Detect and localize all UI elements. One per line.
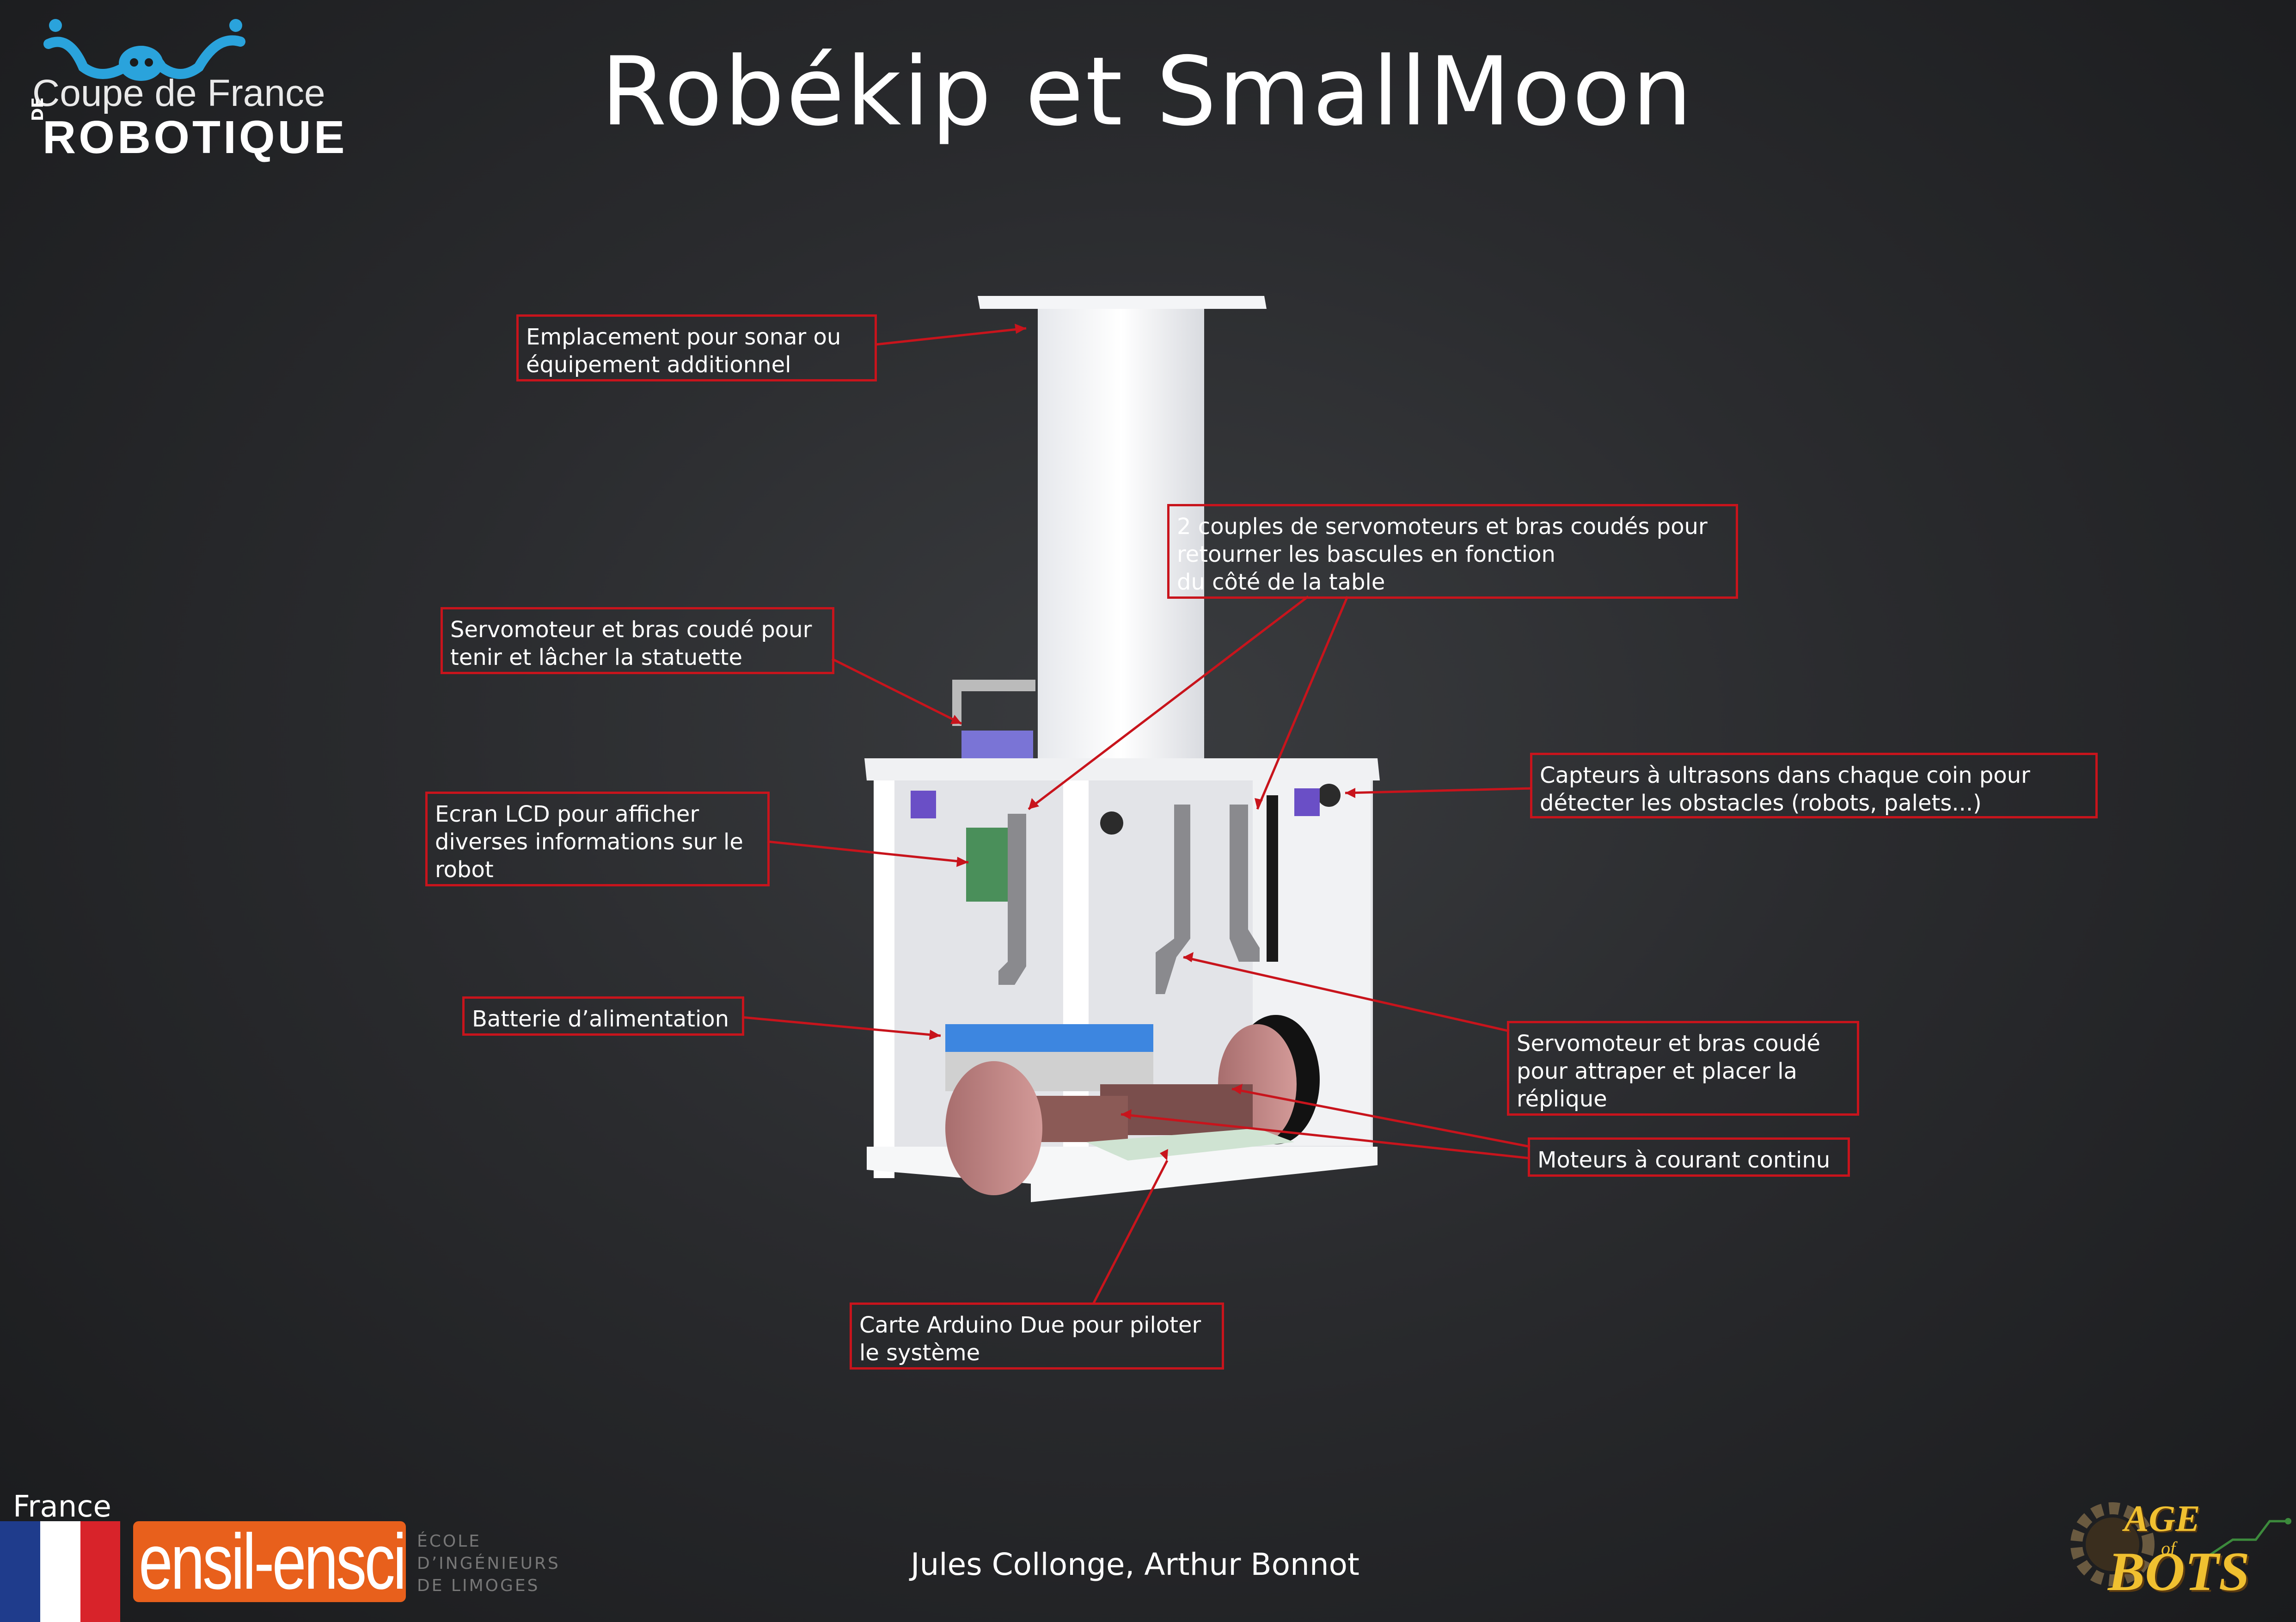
leader-sonar	[876, 327, 1027, 346]
callout-motors: Moteurs à courant continu	[1528, 1137, 1850, 1177]
leader-servo-replica	[1183, 956, 1510, 1032]
callout-arduino: Carte Arduino Due pour piloter le systèm…	[850, 1303, 1224, 1370]
callout-lcd: Ecran LCD pour afficher diverses informa…	[425, 792, 770, 886]
leader-lcd	[767, 840, 969, 864]
wheel-left	[945, 1061, 1042, 1195]
callout-ultrasons: Capteurs à ultrasons dans chaque coin po…	[1530, 753, 2098, 818]
upper-deck	[864, 758, 1380, 780]
logo-line2: ROBOTIQUE	[43, 111, 348, 163]
logo-line1: Coupe de France	[32, 72, 325, 114]
flag-white	[40, 1521, 80, 1622]
callout-servo-statuette: Servomoteur et bras coudé pour tenir et …	[441, 607, 834, 674]
circuit-icon	[2204, 1518, 2291, 1560]
leader-servo-pair-a	[1028, 596, 1309, 810]
leader-ultrasons	[1345, 787, 1533, 794]
callout-sonar: Emplacement pour sonar ou équipement add…	[516, 314, 877, 381]
leader-battery	[741, 1016, 941, 1037]
team-logo-word1: AGE	[2124, 1499, 2200, 1539]
robot-face-icon	[43, 19, 245, 81]
page-title: Robékip et SmallMoon	[601, 37, 1694, 147]
flag-red	[80, 1521, 120, 1622]
leader-arduino	[1092, 1160, 1169, 1305]
battery	[945, 1024, 1153, 1052]
arm-right	[1230, 805, 1260, 962]
callout-battery: Batterie d’alimentation	[462, 996, 744, 1036]
leader-servo-statuette	[831, 657, 962, 725]
authors: Jules Collonge, Arthur Bonnot	[911, 1547, 1359, 1582]
ultrasonic-sensor	[1317, 784, 1341, 807]
team-logo-word2: of	[2161, 1538, 2176, 1559]
leader-motors-a	[1231, 1087, 1531, 1148]
arm-left	[998, 814, 1026, 985]
arm-middle	[1156, 805, 1190, 994]
leader-motors-b	[1120, 1113, 1531, 1160]
leader-servo-pair-b	[1256, 596, 1349, 810]
left-side-panel	[874, 780, 894, 1178]
flag-blue	[0, 1521, 40, 1622]
team-logo-word3: BOTS	[2108, 1541, 2250, 1602]
arduino-board	[1086, 1128, 1294, 1161]
servo-statuette	[961, 731, 1033, 758]
callout-servo-pair: 2 couples de servomoteurs et bras coudés…	[1167, 504, 1738, 599]
gear-icon	[2070, 1502, 2155, 1586]
ensil-subtitle: ÉCOLE D’INGÉNIEURS DE LIMOGES	[417, 1532, 560, 1595]
ensil-logo-text: ensil-ensci	[139, 1518, 407, 1606]
top-plate	[978, 296, 1267, 309]
country-label: France	[13, 1490, 111, 1524]
callout-servo-replica: Servomoteur et bras coudé pour attraper …	[1507, 1021, 1859, 1116]
ensil-logo	[133, 1521, 406, 1602]
